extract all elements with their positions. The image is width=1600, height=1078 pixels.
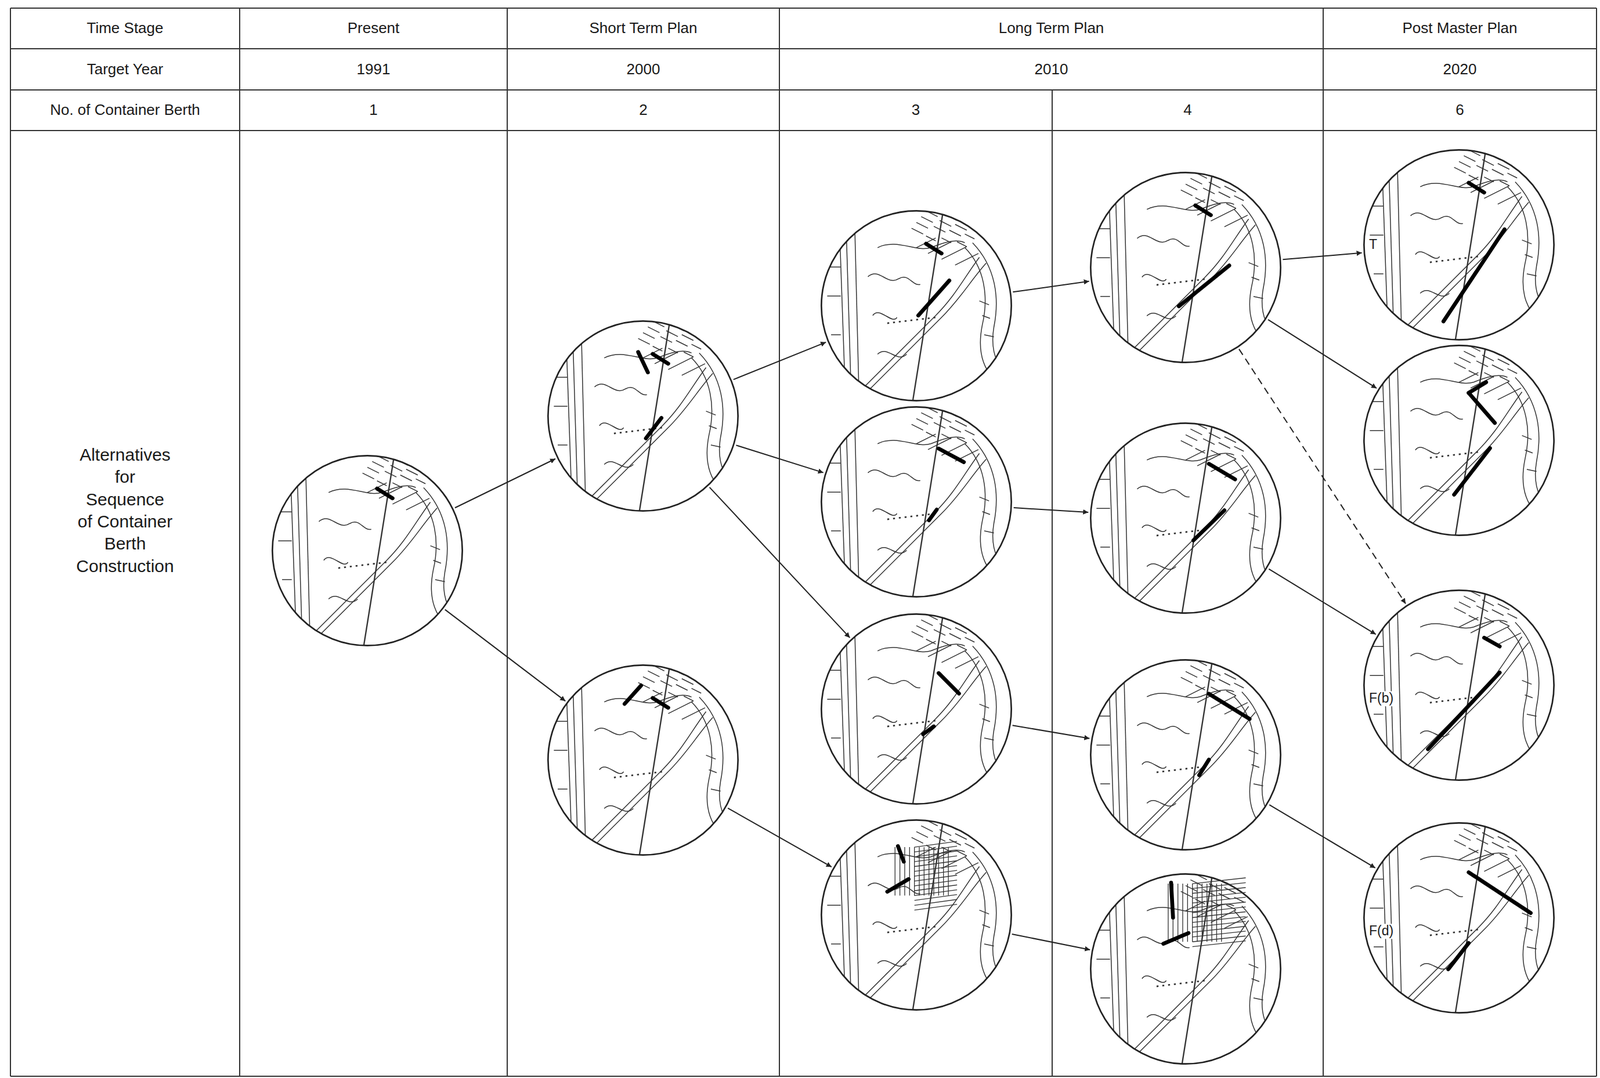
map-circle xyxy=(819,405,1014,599)
table-cell: 4 xyxy=(1053,91,1323,130)
sequence-arrow xyxy=(1012,725,1090,739)
header-text: 1 xyxy=(369,100,378,119)
map-sketch xyxy=(546,319,740,514)
table-cell: Time Stage xyxy=(11,9,239,48)
map-sketch xyxy=(1088,658,1283,852)
map-sketch xyxy=(1088,170,1283,365)
header-text: Long Term Plan xyxy=(998,19,1105,38)
map-circle xyxy=(1088,658,1283,852)
table-cell: 3 xyxy=(780,91,1051,130)
map-circle xyxy=(1088,872,1283,1067)
map-sketch xyxy=(1362,821,1556,1016)
row-heading: Alternatives for Sequence of Container B… xyxy=(76,443,174,578)
table-cell: 2 xyxy=(508,91,779,130)
map-sketch xyxy=(1088,872,1283,1067)
map-circle: F(b) xyxy=(1362,588,1556,783)
map-sketch xyxy=(819,208,1014,403)
map-sketch xyxy=(1088,421,1283,616)
header-text: 2000 xyxy=(626,60,661,79)
map-sketch xyxy=(1362,343,1556,538)
alternative-code: T xyxy=(1367,237,1379,252)
map-sketch xyxy=(270,453,465,648)
sequence-arrow xyxy=(1013,507,1089,513)
header-text: 1991 xyxy=(356,60,391,79)
table-cell: 6 xyxy=(1324,91,1596,130)
table-cell: Present xyxy=(240,9,507,48)
header-text: 3 xyxy=(911,100,920,119)
map-sketch xyxy=(546,663,740,858)
sequence-arrow xyxy=(1282,253,1362,260)
table-cell: Post Master Plan xyxy=(1324,9,1596,48)
header-text: 2010 xyxy=(1034,60,1069,79)
table-cell: Long Term Plan xyxy=(780,9,1323,48)
table-cell: 2010 xyxy=(780,49,1323,89)
map-circle xyxy=(819,818,1014,1013)
header-text: Target Year xyxy=(87,60,164,79)
map-circle: T xyxy=(1362,147,1556,342)
sequence-arrow xyxy=(1268,319,1377,389)
header-text: Short Term Plan xyxy=(589,19,698,38)
sequence-arrow xyxy=(733,342,826,380)
header-text: 2 xyxy=(638,100,648,119)
header-text: Post Master Plan xyxy=(1402,19,1518,38)
map-circle xyxy=(1362,343,1556,538)
sequence-arrow xyxy=(1012,934,1091,951)
map-circle xyxy=(270,453,465,648)
map-sketch xyxy=(819,612,1014,807)
map-circle xyxy=(546,663,740,858)
header-text: No. of Container Berth xyxy=(49,100,201,119)
table-cell: 1991 xyxy=(240,49,507,89)
table-cell: Target Year xyxy=(11,49,239,89)
alternative-code: F(b) xyxy=(1367,691,1395,707)
map-circle xyxy=(819,612,1014,807)
map-circle: F(d) xyxy=(1362,821,1556,1016)
sequence-arrow xyxy=(445,609,566,702)
table-cell: 2000 xyxy=(508,49,779,89)
header-text: 4 xyxy=(1183,100,1192,119)
table-cell: Alternatives for Sequence of Container B… xyxy=(11,395,239,626)
header-text: 6 xyxy=(1455,100,1464,119)
map-circle xyxy=(1088,421,1283,616)
table-cell: Short Term Plan xyxy=(508,9,779,48)
table-cell: No. of Container Berth xyxy=(11,91,239,130)
map-circle xyxy=(819,208,1014,403)
alternative-code: F(d) xyxy=(1367,924,1395,939)
map-sketch xyxy=(819,405,1014,599)
sequence-arrow xyxy=(727,808,832,868)
sequence-arrow xyxy=(454,459,556,509)
sequence-arrow xyxy=(735,445,823,473)
map-circle xyxy=(546,319,740,514)
sequence-arrow xyxy=(1269,804,1375,869)
table-cell: 1 xyxy=(240,91,507,130)
header-text: Time Stage xyxy=(87,19,164,38)
map-sketch xyxy=(1362,588,1556,783)
map-sketch xyxy=(819,818,1014,1013)
header-text: Present xyxy=(347,19,400,38)
table-cell: 2020 xyxy=(1324,49,1596,89)
header-text: 2020 xyxy=(1443,60,1477,79)
sequence-arrow xyxy=(1268,569,1376,635)
sequence-arrow xyxy=(1012,281,1089,293)
map-sketch xyxy=(1362,147,1556,342)
map-circle xyxy=(1088,170,1283,365)
